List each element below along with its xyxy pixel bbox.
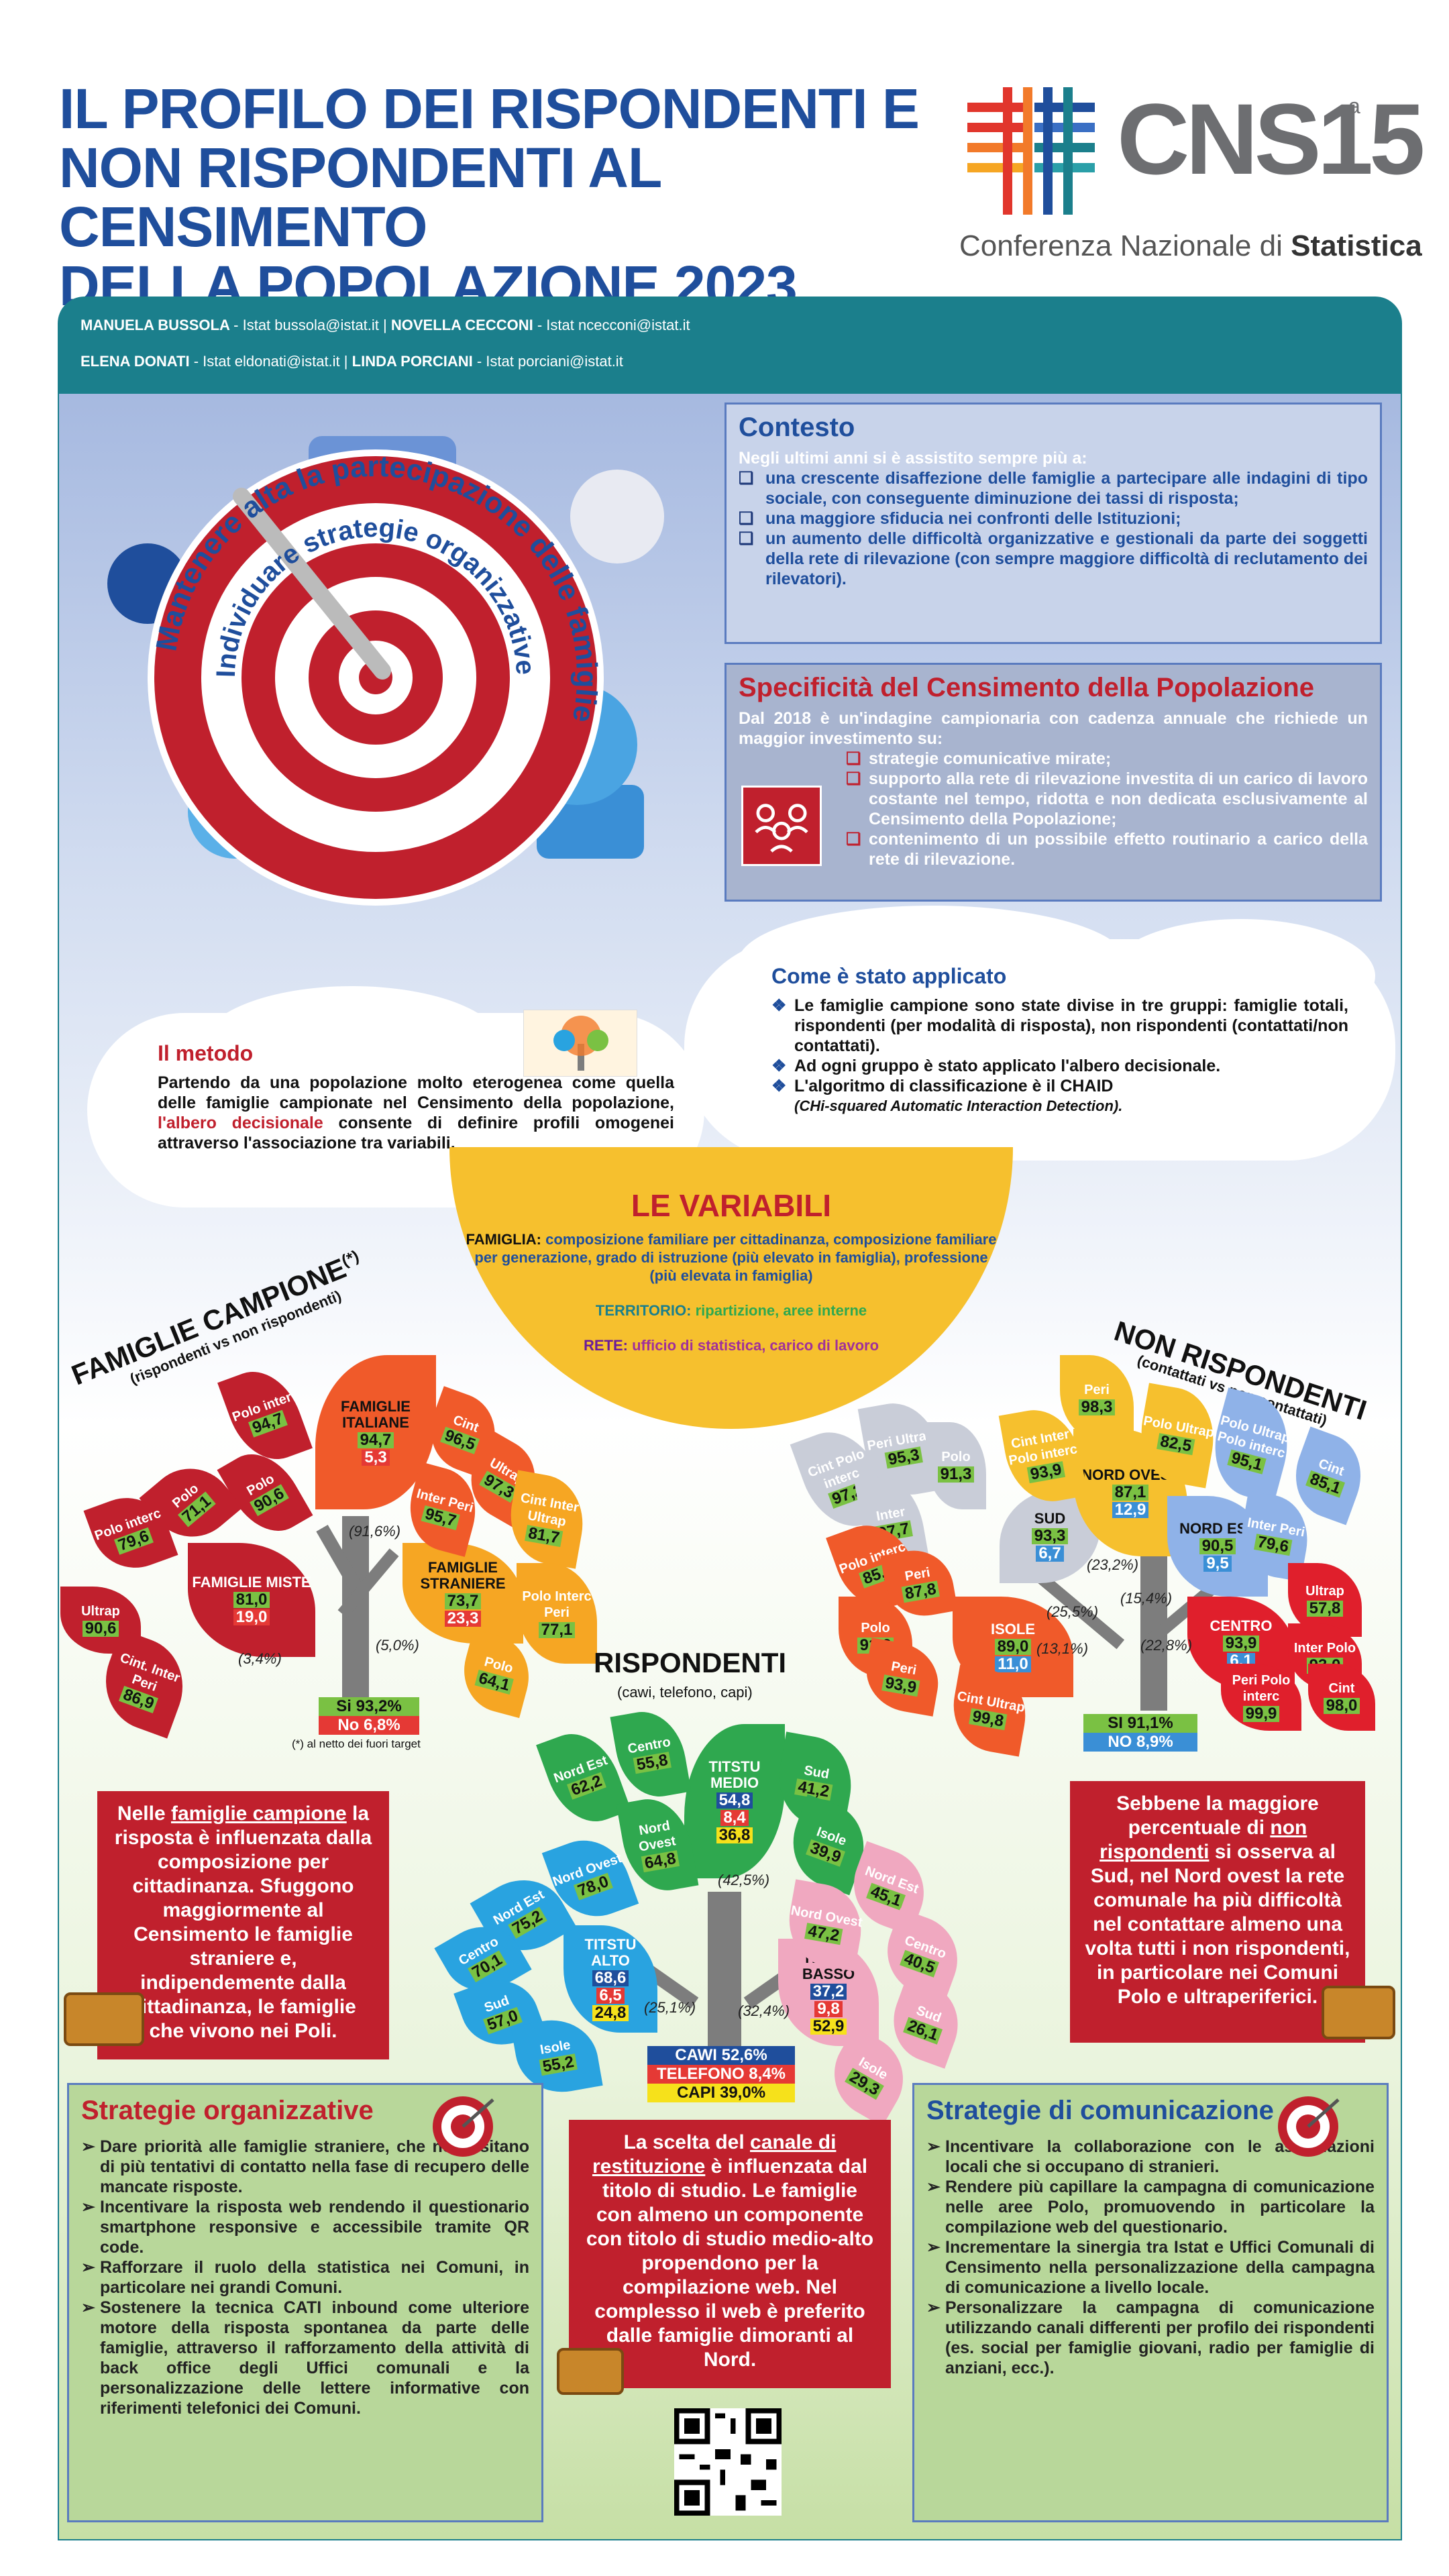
contesto-item: una maggiore sfiducia nei confronti dell… [739, 508, 1368, 529]
campione-root: Si 93,2%No 6,8% [319, 1697, 419, 1735]
logo-sup: a [1348, 94, 1360, 118]
specificita-item: strategie comunicative mirate; [846, 749, 1368, 769]
contesto-title: Contesto [739, 413, 855, 442]
cloud-puff [1107, 919, 1375, 1033]
box-campione: Nelle famiglie campione la risposta è in… [97, 1791, 389, 2059]
cloud-puff [201, 986, 503, 1107]
contesto-list: una crescente disaffezione delle famigli… [739, 468, 1368, 589]
authors-line-2: ELENA DONATI - Istat eldonati@istat.it |… [80, 353, 623, 370]
strat-org-title: Strategie organizzative [81, 2096, 374, 2125]
target-icon [433, 2096, 494, 2157]
target-icon [1278, 2096, 1340, 2157]
strat-com-item: Rendere più capillare la campagna di com… [926, 2177, 1375, 2237]
specificita-intro: Dal 2018 è un'indagine campionaria con c… [739, 709, 1368, 748]
applicato-title: Come è stato applicato [771, 964, 1007, 988]
chest-icon [1322, 1986, 1395, 2039]
campione-italiane-pct: (91,6%) [349, 1523, 401, 1540]
specificita-title: Specificità del Censimento della Popolaz… [739, 673, 1314, 702]
specificita-item: supporto alla rete di rilevazione invest… [846, 769, 1368, 829]
nonrisp-sud-pct: (25,5%) [1046, 1603, 1099, 1620]
applicato-item: ❖Ad ogni gruppo è stato applicato l'albe… [771, 1057, 1221, 1075]
applicato-note: (CHi-squared Automatic Interaction Detec… [794, 1097, 1123, 1114]
nonrisp-root: SI 91,1%NO 8,9% [1083, 1714, 1197, 1752]
specificita-item: contenimento di un possibile effetto rou… [846, 829, 1368, 869]
target-illustration: Mantenere alta la partecipazione delle f… [67, 409, 664, 906]
applicato-item: ❖Le famiglie campione sono state divise … [771, 996, 1348, 1055]
campione-straniere-pct: (5,0%) [376, 1637, 419, 1654]
risp-subtitle: (cawi, telefono, capi) [617, 1684, 753, 1701]
risp-basso-pct: (32,4%) [738, 2002, 790, 2019]
specificita-box: Specificità del Censimento della Popolaz… [724, 663, 1382, 902]
campione-miste-pct: (3,4%) [238, 1650, 282, 1667]
variabili-text: LE VARIABILI FAMIGLIA: composizione fami… [463, 1187, 1000, 1354]
nonrisp-nordovest-pct: (23,2%) [1087, 1556, 1139, 1573]
chest-icon [64, 1992, 144, 2046]
metodo-title: Il metodo [158, 1041, 254, 1065]
tree-thumbnail-icon [523, 1010, 637, 1077]
box-nonrisp: Sebbene la maggiore percentuale di non r… [1070, 1781, 1365, 2043]
authors-band: MANUELA BUSSOLA - Istat bussola@istat.it… [58, 297, 1402, 394]
strat-com-item: Incrementare la sinergia tra Istat e Uff… [926, 2237, 1375, 2298]
cloud-puff [738, 906, 1127, 1020]
logo-subtitle: Conferenza Nazionale di Statistica [959, 229, 1422, 262]
dart-icon [233, 488, 391, 680]
campione-footnote: (*) al netto dei fuori target [292, 1737, 421, 1750]
authors-line-1: MANUELA BUSSOLA - Istat bussola@istat.it… [80, 317, 690, 333]
risp-root: CAWI 52,6%TELEFONO 8,4%CAPI 39,0% [647, 2046, 795, 2102]
contesto-item: un aumento delle difficoltà organizzativ… [739, 529, 1368, 589]
applicato-text: Come è stato applicato ❖Le famiglie camp… [771, 964, 1348, 1116]
nonrisp-centro-pct: (22,8%) [1140, 1637, 1193, 1654]
variabili-title: LE VARIABILI [631, 1188, 832, 1223]
risp-title: RISPONDENTI [594, 1647, 787, 1678]
contesto-item: una crescente disaffezione delle famigli… [739, 468, 1368, 508]
metodo-text: Il metodo Partendo da una popolazione mo… [158, 1041, 674, 1152]
qr-code-icon[interactable] [674, 2408, 782, 2516]
strat-com-title: Strategie di comunicazione [926, 2096, 1274, 2125]
nonrisp-isole-pct: (13,1%) [1036, 1640, 1089, 1657]
box-canale: La scelta del canale di restituzione è i… [569, 2120, 891, 2388]
risp-alto-pct: (25,1%) [644, 1999, 696, 2016]
chest-icon [557, 2348, 624, 2395]
nonrisp-nordest-pct: (15,4%) [1120, 1590, 1173, 1607]
logo-brand: CNS15 [1117, 83, 1426, 195]
contesto-intro: Negli ultimi anni si è assistito sempre … [739, 449, 1087, 468]
chat-icon [570, 470, 664, 564]
strat-org-item: Rafforzare il ruolo della statistica nei… [81, 2257, 529, 2298]
strat-org-item: Incentivare la risposta web rendendo il … [81, 2197, 529, 2257]
strat-com-item: Personalizzare la campagna di comunicazi… [926, 2298, 1375, 2378]
people-icon [741, 786, 822, 866]
specificita-list: strategie comunicative mirate; supporto … [739, 749, 1368, 869]
contesto-box: Contesto Negli ultimi anni si è assistit… [724, 402, 1382, 644]
risp-medio-pct: (42,5%) [718, 1872, 770, 1888]
applicato-item: ❖L'algoritmo di classificazione è il CHA… [771, 1077, 1114, 1095]
risp-trunk [708, 1892, 741, 2046]
cns-logo-icon [967, 87, 1095, 215]
strat-org-item: Sostenere la tecnica CATI inbound come u… [81, 2298, 529, 2418]
